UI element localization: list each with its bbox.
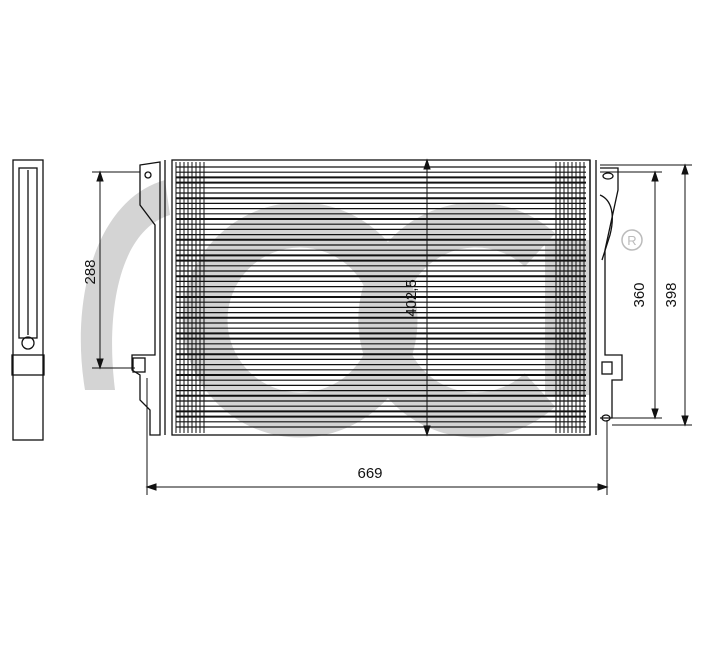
dim-402-5: 402,5 — [403, 279, 420, 317]
dim-360: 360 — [631, 282, 648, 307]
side-view — [11, 159, 45, 441]
dim-288: 288 — [82, 259, 99, 284]
left-bracket — [131, 160, 166, 436]
svg-text:R: R — [627, 233, 636, 248]
condenser-core — [171, 159, 591, 436]
dimension-lines — [92, 158, 692, 495]
dim-398: 398 — [663, 282, 680, 307]
right-bracket — [589, 160, 623, 435]
dim-669: 669 — [357, 465, 382, 482]
